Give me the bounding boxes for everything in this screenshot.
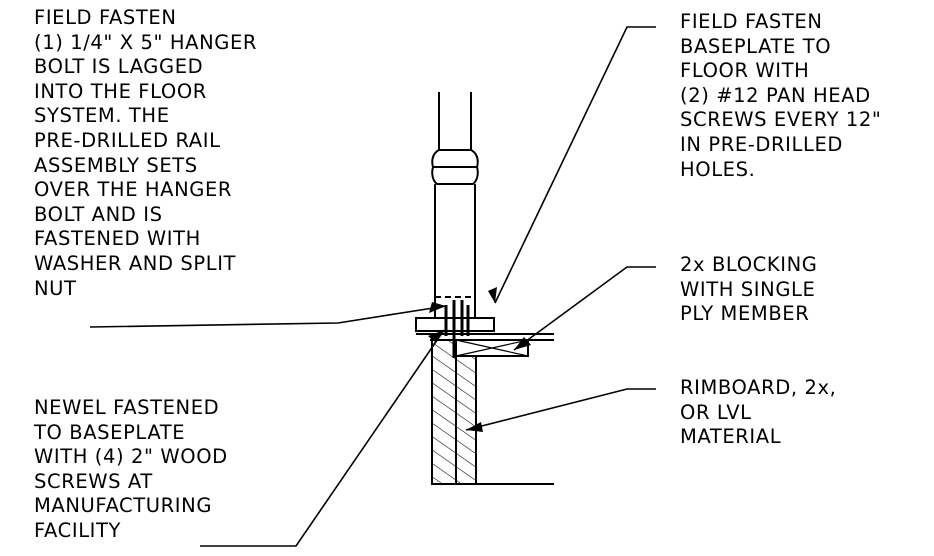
note-line: WITH (4) 2" WOOD: [34, 445, 228, 469]
leader-lines: [89, 26, 656, 547]
note-line: IN PRE-DRILLED: [680, 132, 843, 156]
note-line: SCREWS AT: [34, 469, 153, 493]
note-line: WITH SINGLE: [680, 277, 816, 301]
baseplate-note: FIELD FASTEN BASEPLATE TO FLOOR WITH (2)…: [680, 10, 882, 182]
note-line: TO BASEPLATE: [34, 420, 186, 444]
note-line: NEWEL FASTENED: [34, 396, 220, 419]
note-line: 2x BLOCKING: [680, 253, 818, 276]
note-line: BOLT AND IS: [34, 202, 163, 226]
note-line: FIELD FASTEN: [34, 6, 177, 29]
note-line: OR LVL: [680, 400, 752, 424]
note-line: (2) #12 PAN HEAD: [680, 83, 871, 107]
note-line: FLOOR WITH: [680, 59, 810, 83]
note-line: OVER THE HANGER: [34, 178, 233, 202]
blocking-note: 2x BLOCKING WITH SINGLE PLY MEMBER: [680, 253, 818, 327]
note-line: PRE-DRILLED RAIL: [34, 128, 221, 152]
leader-arrowheads: [428, 287, 531, 432]
note-line: SYSTEM. THE: [34, 104, 170, 128]
note-line: ASSEMBLY SETS: [34, 153, 198, 177]
newel-fastening-note: NEWEL FASTENED TO BASEPLATE WITH (4) 2" …: [34, 396, 228, 544]
note-line: RIMBOARD, 2x,: [680, 376, 837, 399]
note-line: BOLT IS LAGGED: [34, 55, 204, 79]
newel-post: [431, 92, 479, 318]
fasteners: [444, 300, 470, 358]
note-line: HOLES.: [680, 157, 756, 181]
note-line: NUT: [34, 276, 77, 300]
note-line: FIELD FASTEN: [680, 10, 823, 33]
note-line: FASTENED WITH: [34, 227, 201, 251]
rimboard-note: RIMBOARD, 2x, OR LVL MATERIAL: [680, 376, 836, 450]
note-line: PLY MEMBER: [680, 302, 810, 326]
floor-system: [416, 333, 554, 485]
note-line: SCREWS EVERY 12": [680, 108, 882, 132]
note-line: WASHER AND SPLIT: [34, 251, 237, 275]
note-line: BASEPLATE TO: [680, 34, 832, 58]
note-line: INTO THE FLOOR: [34, 79, 207, 103]
note-line: (1) 1/4" X 5" HANGER: [34, 30, 258, 54]
note-line: MANUFACTURING: [34, 494, 213, 518]
note-line: MATERIAL: [680, 425, 782, 449]
hanger-bolt-note: FIELD FASTEN (1) 1/4" X 5" HANGER BOLT I…: [34, 6, 257, 301]
note-line: FACILITY: [34, 518, 122, 542]
